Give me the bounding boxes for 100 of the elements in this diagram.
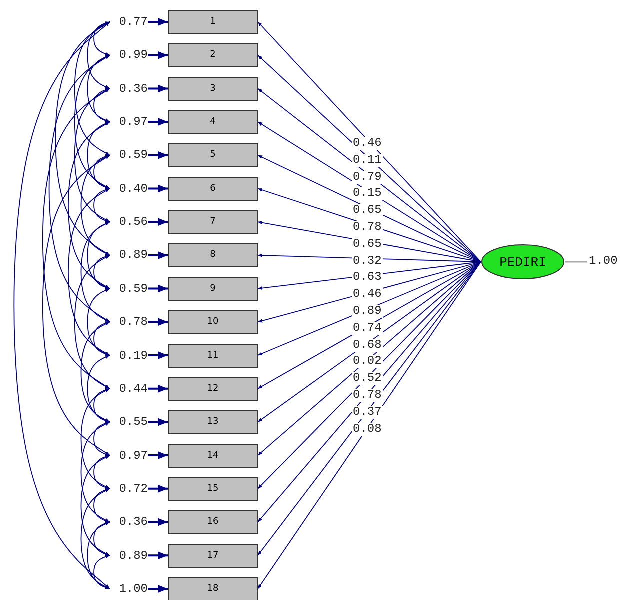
arrow xyxy=(148,584,168,593)
arrow xyxy=(94,154,110,190)
arrow xyxy=(80,388,110,490)
edge-label: 0.46 xyxy=(352,137,383,150)
arrow xyxy=(94,88,110,122)
indicator-box: 5 xyxy=(168,143,258,168)
arrow xyxy=(148,452,168,460)
arrow xyxy=(48,54,110,323)
indicator-box: 7 xyxy=(168,210,258,234)
arrow xyxy=(148,518,168,526)
arrow xyxy=(80,154,110,256)
edge-label: 0.65 xyxy=(352,204,383,218)
arrow xyxy=(87,222,110,290)
edge-label: 0.79 xyxy=(352,170,383,184)
indicator-box: 2 xyxy=(168,43,258,68)
arrow xyxy=(74,255,110,390)
arrow xyxy=(14,22,110,590)
arrow xyxy=(94,188,110,223)
edge-label: 0.89 xyxy=(352,305,383,318)
indicator-box: 11 xyxy=(168,344,258,368)
arrow xyxy=(148,484,168,493)
arrow xyxy=(258,122,482,262)
arrow xyxy=(148,284,168,293)
error-variance: 0.72 xyxy=(119,482,148,496)
arrow xyxy=(74,54,110,190)
arrow xyxy=(42,88,110,390)
indicator-box: 13 xyxy=(168,410,258,434)
arrow xyxy=(258,262,482,356)
edge-label: 0.78 xyxy=(352,389,383,402)
error-variance: 0.59 xyxy=(119,148,148,162)
indicator-box: 18 xyxy=(168,576,258,600)
error-variance: 0.44 xyxy=(119,382,148,396)
error-variance: 0.19 xyxy=(119,348,148,362)
arrow xyxy=(148,84,168,93)
indicator-box: 16 xyxy=(168,510,258,534)
arrow xyxy=(80,322,110,423)
edge-label: 0.68 xyxy=(352,338,383,352)
latent-label: PEDIRI xyxy=(500,254,546,270)
indicator-box: 10 xyxy=(168,310,258,334)
error-variance: 0.78 xyxy=(119,315,148,330)
arrow xyxy=(80,488,110,590)
indicator-box: 1 xyxy=(168,10,258,34)
error-variance: 0.40 xyxy=(119,182,148,196)
arrow xyxy=(80,422,110,523)
indicator-box: 3 xyxy=(168,76,258,101)
arrow xyxy=(94,488,110,523)
edge-label: 0.15 xyxy=(352,187,383,200)
arrow xyxy=(74,88,110,223)
edge-label: 0.37 xyxy=(352,406,383,419)
indicator-box: 15 xyxy=(168,476,258,501)
indicator-box: 8 xyxy=(168,243,258,268)
arrow xyxy=(148,251,168,260)
arrow xyxy=(148,318,168,326)
arrow xyxy=(94,522,110,556)
arrow xyxy=(80,222,110,323)
arrow xyxy=(94,255,110,290)
arrow xyxy=(94,22,110,56)
edge-label: 0.11 xyxy=(352,154,383,167)
indicator-box: 14 xyxy=(168,444,258,468)
arrow xyxy=(148,352,168,360)
error-variance: 0.89 xyxy=(119,248,148,262)
arrow xyxy=(148,184,168,193)
error-variance: 0.97 xyxy=(119,448,148,463)
error-variance: 0.59 xyxy=(119,282,148,296)
error-variance: 0.77 xyxy=(119,15,148,29)
arrow xyxy=(94,455,110,490)
arrow xyxy=(148,218,168,226)
indicator-box: 17 xyxy=(168,544,258,568)
indicator-box: 9 xyxy=(168,276,258,301)
arrow xyxy=(87,355,110,423)
indicator-box: 12 xyxy=(168,376,258,401)
error-variance: 0.99 xyxy=(119,48,148,62)
arrow xyxy=(94,422,110,456)
arrow xyxy=(148,18,168,26)
error-variance: 0.89 xyxy=(119,548,148,563)
error-variance: 1.00 xyxy=(119,582,148,596)
error-variance: 0.36 xyxy=(119,515,148,530)
arrow xyxy=(87,54,110,122)
arrow xyxy=(68,122,110,290)
arrow xyxy=(94,322,110,356)
arrow xyxy=(55,22,110,256)
arrow xyxy=(87,522,110,590)
edge-label: 0.52 xyxy=(352,372,383,386)
arrow xyxy=(258,188,482,262)
arrow xyxy=(148,51,168,60)
indicator-box: 6 xyxy=(168,176,258,201)
arrow xyxy=(87,122,110,190)
arrow xyxy=(80,455,110,556)
arrow xyxy=(148,151,168,160)
error-variance: 0.97 xyxy=(119,115,148,130)
arrow xyxy=(74,22,110,156)
indicator-box: 4 xyxy=(168,110,258,134)
arrow xyxy=(258,154,482,262)
arrow xyxy=(94,555,110,590)
arrow xyxy=(68,188,110,356)
edge-label: 0.08 xyxy=(352,422,383,436)
edge-label: 0.02 xyxy=(352,355,383,368)
arrow xyxy=(148,552,168,560)
edge-label: 0.74 xyxy=(352,322,383,335)
arrow xyxy=(87,22,110,90)
